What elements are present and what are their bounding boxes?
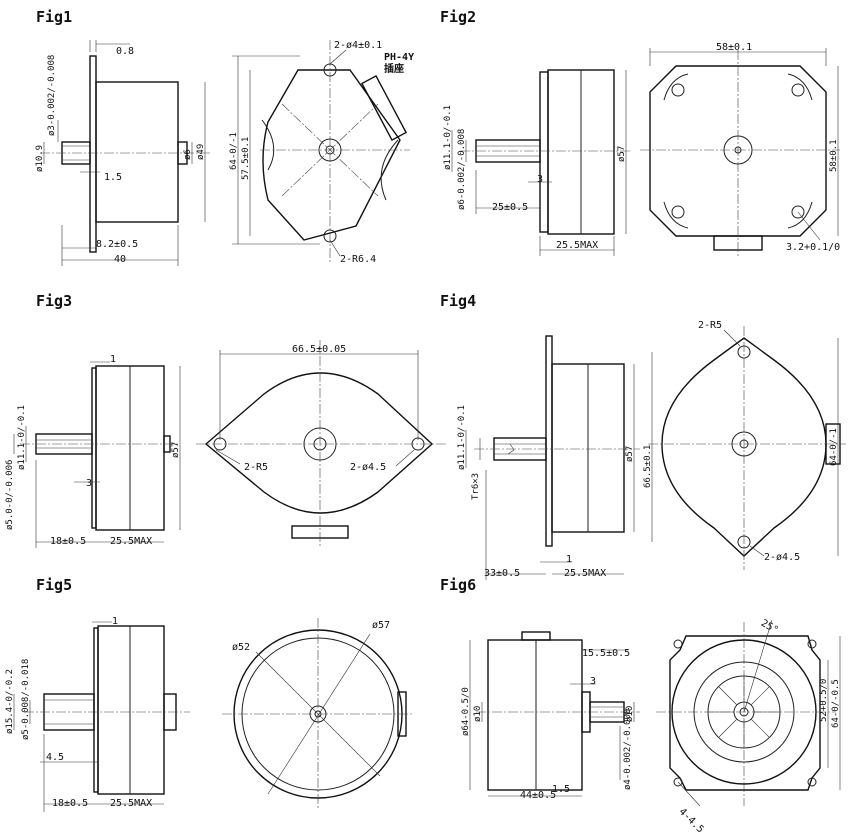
fig6-dim-9: 52+0.5/0 [819, 679, 829, 722]
fig3-dim-6: 25.5MAX [110, 536, 152, 547]
fig6-side-view: 15.5±0.5 3 ø64-0.5/0 ø10 ø10 ø4-0.002/-0… [461, 631, 640, 801]
fig3-dim-9: 2-ø4.5 [350, 462, 386, 473]
fig2-dim-1: ø6-0.002/-0.008 [457, 129, 467, 210]
fig4-dim-2: ø57 [625, 446, 635, 462]
figure-4: Fig4 ø11.1-0/-0.1 Tr6×3 ø57 33±0.5 1 25.… [440, 292, 846, 580]
fig4-dim-8: 64-0/-1 [829, 428, 839, 466]
fig4-dim-5: 25.5MAX [564, 568, 606, 579]
fig4-front-view: 2-R5 66.5±0.1 64-0/-1 2-ø4.5 [643, 320, 846, 570]
figure-2: Fig2 ø11.1-0/-0.1 ø6-0.002/-0.008 25±0.5… [440, 8, 840, 256]
fig6-dim-11: 4-4.5 [677, 806, 706, 832]
fig3-front-view: 66.5±0.05 2-R5 2-ø4.5 [196, 340, 446, 548]
figure-1: Fig1 0.8 ø3-0.002/-0.008 ø10.9 1.5 ø6 ø4… [35, 8, 414, 266]
fig1-dim-10: 插座 [384, 62, 404, 75]
fig6-dim-5: ø4-0.002/-0.008 [623, 709, 633, 790]
fig1-dim-12: 57.5±0.1 [241, 137, 251, 180]
fig3-dim-1: ø11.1-0/-0.1 [17, 405, 27, 470]
fig6-front-view: 25° 52+0.5/0 64-0/-0.5 4-4.5 [656, 618, 841, 832]
fig4-dim-3: 33±0.5 [484, 568, 520, 579]
fig4-dim-6: 2-R5 [698, 320, 722, 331]
fig6-dim-1: 3 [590, 676, 596, 687]
fig1-dim-11: 64-0/-1 [229, 132, 239, 170]
fig2-dim-0: ø11.1-0/-0.1 [443, 105, 453, 170]
fig1-dim-4: ø6 [183, 149, 193, 160]
fig3-dim-2: ø5.0-0/-0.006 [5, 460, 15, 530]
figure-6: Fig6 15.5±0.5 3 ø64-0.5/0 ø10 ø10 ø4-0.0… [440, 576, 841, 832]
fig1-dim-1: ø3-0.002/-0.008 [47, 55, 57, 136]
fig3-dim-0: 1 [110, 354, 116, 365]
fig5-dim-7: ø57 [372, 620, 390, 631]
fig4-dim-9: 2-ø4.5 [764, 552, 800, 563]
fig3-dim-4: ø57 [171, 442, 181, 458]
fig4-dim-0: ø11.1-0/-0.1 [457, 405, 467, 470]
fig1-dim-3: 1.5 [104, 172, 122, 183]
fig4-side-view: ø11.1-0/-0.1 Tr6×3 ø57 33±0.5 1 25.5MAX [457, 335, 640, 580]
fig1-dim-6: 8.2±0.5 [96, 239, 138, 250]
fig6-dim-2: ø64-0.5/0 [461, 687, 471, 736]
fig1-dim-8: 2-ø4±0.1 [334, 40, 382, 51]
fig2-dim-6: 58±0.1 [716, 42, 752, 53]
fig1-dim-5: ø49 [196, 144, 206, 160]
fig6-dim-4: ø10 [625, 706, 635, 722]
fig2-dim-8: 3.2+0.1/0 [786, 242, 840, 253]
fig4-dim-7: 66.5±0.1 [643, 445, 653, 488]
fig2-side-view: ø11.1-0/-0.1 ø6-0.002/-0.008 25±0.5 3 ø5… [443, 69, 630, 256]
fig1-front-view: 2-ø4±0.1 PH-4Y 插座 64-0/-1 57.5±0.1 2-R6.… [229, 40, 414, 265]
figure-5-title: Fig5 [36, 576, 72, 594]
fig3-side-view: 1 ø11.1-0/-0.1 ø5.0-0/-0.006 3 ø57 18±0.… [5, 354, 181, 548]
figure-3-title: Fig3 [36, 292, 72, 310]
figure-4-title: Fig4 [440, 292, 476, 310]
fig4-dim-4: 1 [566, 554, 572, 565]
fig6-dim-7: 1.5 [552, 784, 570, 795]
fig1-dim-7: 40 [114, 254, 126, 265]
fig3-dim-5: 18±0.5 [50, 536, 86, 547]
fig5-dim-6: ø52 [232, 642, 250, 653]
fig4-dim-1: Tr6×3 [471, 473, 481, 500]
fig6-dim-8: 25° [759, 618, 780, 637]
fig2-dim-5: 25.5MAX [556, 240, 598, 251]
fig1-dim-9: PH-4Y [384, 52, 414, 63]
fig5-dim-1: ø15.4-0/-0.2 [5, 669, 15, 734]
fig1-dim-2: ø10.9 [35, 145, 45, 172]
fig1-side-view: 0.8 ø3-0.002/-0.008 ø10.9 1.5 ø6 ø49 8.2… [35, 40, 210, 266]
fig2-dim-3: 3 [537, 174, 543, 185]
figure-3: Fig3 1 ø11.1-0/-0.1 ø5.0-0/-0.006 3 ø57 … [5, 292, 446, 548]
fig3-dim-8: 2-R5 [244, 462, 268, 473]
fig6-dim-3: ø10 [473, 706, 483, 722]
fig1-dim-0: 0.8 [116, 46, 134, 57]
fig2-dim-4: ø57 [617, 146, 627, 162]
fig3-dim-3: 3 [86, 478, 92, 489]
fig6-dim-10: 64-0/-0.5 [831, 679, 841, 728]
fig2-dim-2: 25±0.5 [492, 202, 528, 213]
figure-1-title: Fig1 [36, 8, 72, 26]
fig5-dim-5: 25.5MAX [110, 798, 152, 809]
figure-5: Fig5 1 ø15.4-0/-0.2 ø5-0.008/-0.018 4.5 … [5, 576, 414, 812]
figure-6-title: Fig6 [440, 576, 476, 594]
fig5-front-view: ø52 ø57 [222, 618, 414, 808]
fig5-dim-0: 1 [112, 616, 118, 627]
fig2-dim-7: 58±0.1 [829, 139, 839, 172]
fig5-dim-3: 4.5 [46, 752, 64, 763]
fig3-dim-7: 66.5±0.05 [292, 344, 346, 355]
fig1-dim-13: 2-R6.4 [340, 254, 376, 265]
fig6-dim-6: 44±0.5 [520, 790, 556, 801]
fig5-dim-2: ø5-0.008/-0.018 [21, 659, 31, 740]
figure-2-title: Fig2 [440, 8, 476, 26]
fig6-dim-0: 15.5±0.5 [582, 648, 630, 659]
fig2-front-view: 58±0.1 58±0.1 3.2+0.1/0 [640, 42, 840, 256]
fig5-side-view: 1 ø15.4-0/-0.2 ø5-0.008/-0.018 4.5 18±0.… [5, 616, 190, 812]
fig5-dim-4: 18±0.5 [52, 798, 88, 809]
